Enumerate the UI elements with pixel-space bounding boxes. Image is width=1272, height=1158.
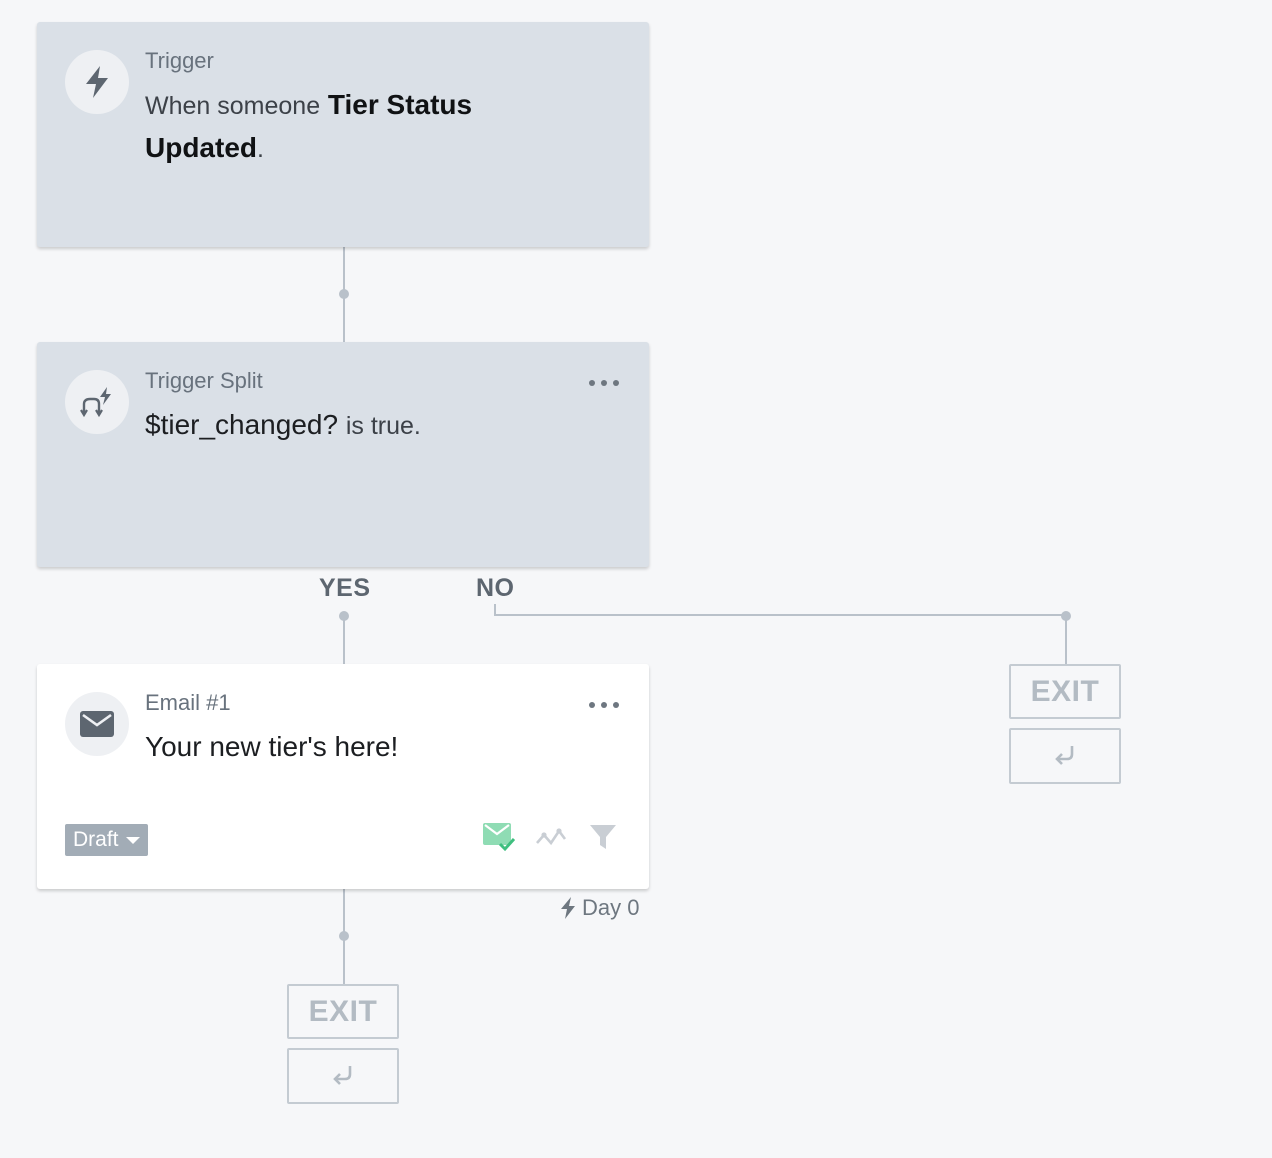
exit-node-no: EXIT xyxy=(1009,664,1121,719)
smart-sending-icon[interactable] xyxy=(535,820,567,854)
envelope-icon xyxy=(65,692,129,756)
trigger-split-condition: $tier_changed? is true. xyxy=(145,404,585,447)
trigger-split-more-button[interactable] xyxy=(589,376,619,390)
delay-text: Day 0 xyxy=(582,895,640,920)
trigger-suffix: . xyxy=(257,135,264,163)
condition-variable: $tier_changed? xyxy=(145,409,339,440)
connector-dot xyxy=(339,611,349,621)
lightning-icon xyxy=(561,897,575,919)
email-verified-icon[interactable] xyxy=(483,820,515,854)
connector-yes-email xyxy=(343,616,345,664)
connector-dot xyxy=(339,931,349,941)
connector-no-down xyxy=(494,604,496,616)
branch-no-label: NO xyxy=(476,574,515,602)
split-icon xyxy=(65,370,129,434)
status-dropdown[interactable]: Draft xyxy=(65,824,148,856)
email-subject: Your new tier's here! xyxy=(145,731,399,762)
email-delay: Day 0 xyxy=(560,895,639,921)
trigger-prefix: When someone xyxy=(145,92,321,120)
dot-icon xyxy=(613,380,619,386)
connector-no-horizontal xyxy=(494,614,1067,616)
connector-dot xyxy=(339,289,349,299)
dot-icon xyxy=(601,380,607,386)
branch-yes-label: YES xyxy=(319,574,371,602)
trigger-card[interactable]: Trigger When someone Tier Status Updated… xyxy=(37,22,649,247)
return-arrow-icon xyxy=(333,1066,352,1085)
trigger-split-card[interactable]: Trigger Split $tier_changed? is true. xyxy=(37,342,649,567)
condition-suffix: is true. xyxy=(345,412,421,440)
exit-node-email: EXIT xyxy=(287,984,399,1039)
email-card[interactable]: Email #1 Your new tier's here! Draft xyxy=(37,664,649,889)
exit-email-return-button[interactable] xyxy=(287,1048,399,1104)
status-label: Draft xyxy=(73,828,119,851)
trigger-label: Trigger xyxy=(145,48,214,73)
trigger-event[interactable]: Tier Status Updated xyxy=(145,89,473,163)
dot-icon xyxy=(613,702,619,708)
connector-no-exit xyxy=(1065,616,1067,665)
lightning-icon xyxy=(65,50,129,114)
trigger-split-label: Trigger Split xyxy=(145,368,263,393)
email-more-button[interactable] xyxy=(589,698,619,712)
email-label: Email #1 xyxy=(145,690,231,715)
filter-icon[interactable] xyxy=(587,820,619,854)
email-tools xyxy=(483,820,619,854)
exit-no-return-button[interactable] xyxy=(1009,728,1121,784)
trigger-description: When someone Tier Status Updated. xyxy=(145,84,585,170)
dot-icon xyxy=(589,380,595,386)
caret-down-icon xyxy=(125,836,140,844)
dot-icon xyxy=(601,702,607,708)
dot-icon xyxy=(589,702,595,708)
return-arrow-icon xyxy=(1055,746,1074,765)
